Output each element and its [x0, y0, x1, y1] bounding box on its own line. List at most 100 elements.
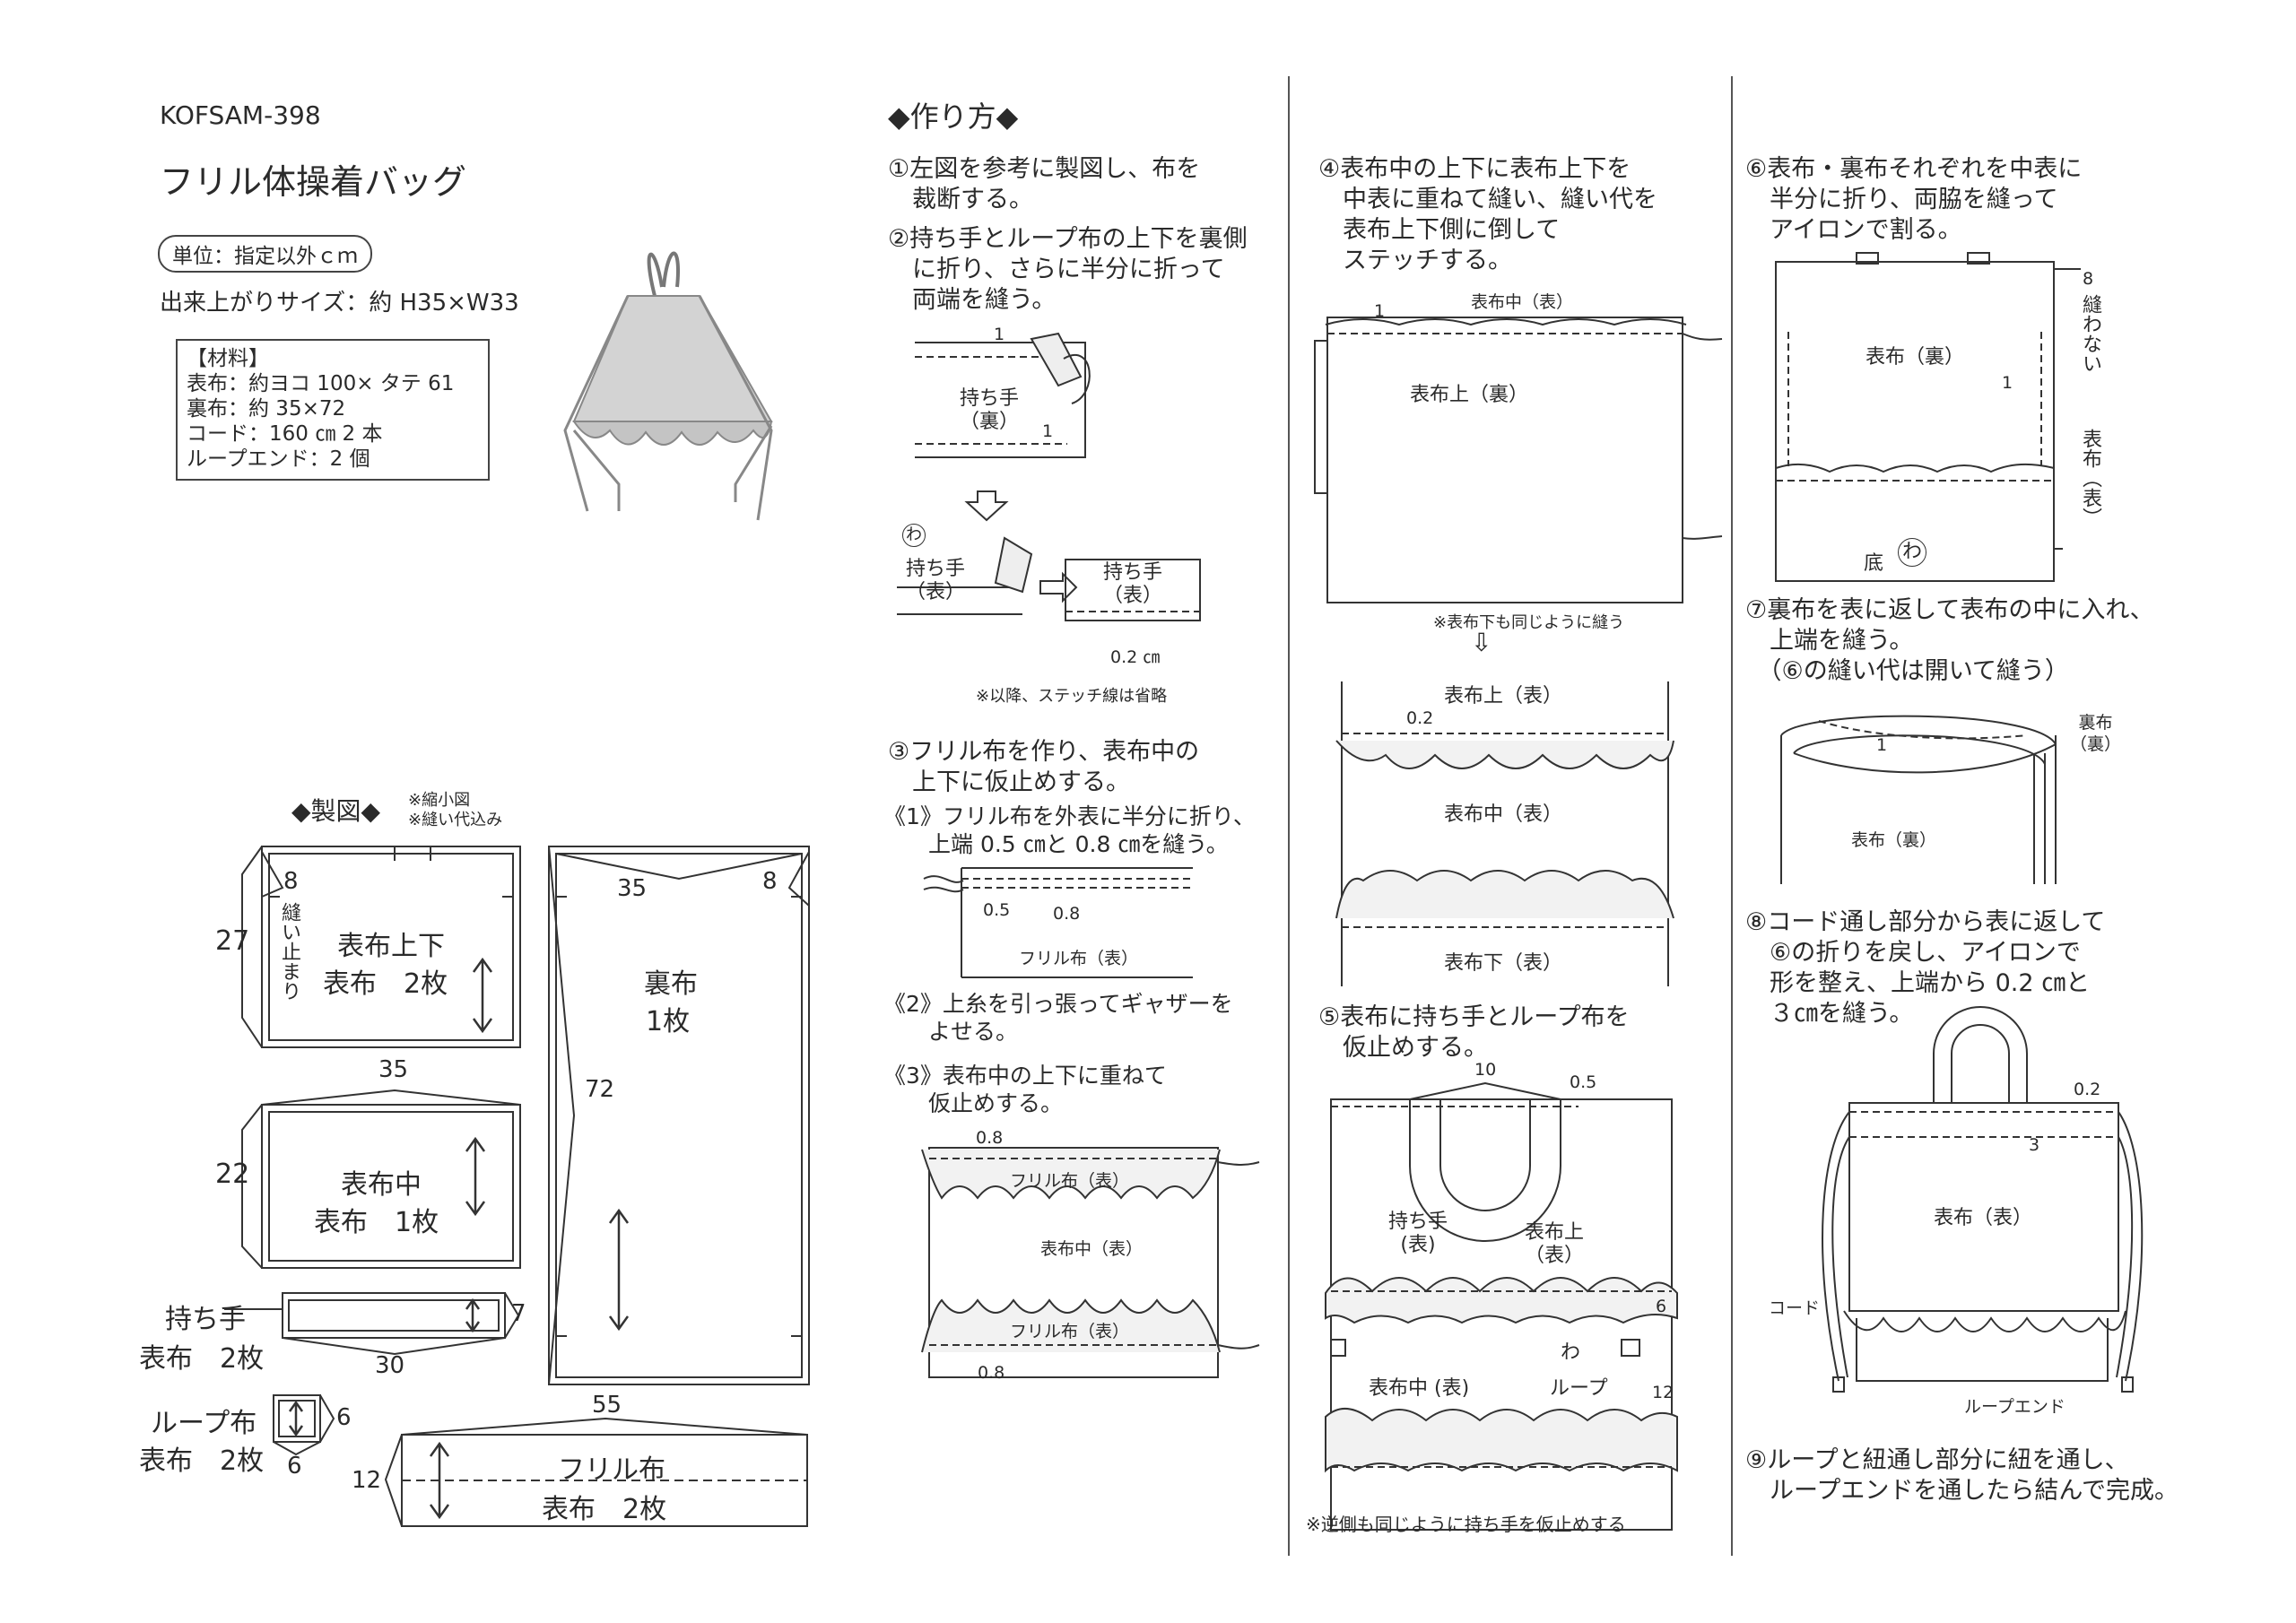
label-omote-front-8: 表布（表）	[1934, 1207, 2033, 1229]
dim-0.8-bottom: 0.8	[978, 1363, 1005, 1383]
dim-handle-w: 30	[375, 1352, 405, 1379]
label-omote-mid-front-4: 表布中（表）	[1444, 803, 1563, 826]
label-omote-mid: 表布中	[341, 1169, 422, 1201]
count-ura: 1枚	[646, 1006, 691, 1037]
pattern-note: ※縮小図	[408, 791, 471, 810]
column-divider	[1731, 76, 1733, 1556]
dim-0.5-5: 0.5	[1570, 1072, 1597, 1092]
step-5: ⑤表布に持ち手とループ布を 仮止めする。	[1318, 1003, 1630, 1062]
label-ura-back-7: 裏布 （裏）	[2070, 713, 2122, 754]
label-loop-end: ループエンド	[1964, 1397, 2066, 1417]
dim-omote-mid-h: 22	[215, 1159, 250, 1190]
dim-0.8: 0.8	[1053, 904, 1081, 924]
step-1: ①左図を参考に製図し、布を 裁断する。	[888, 155, 1201, 213]
dim-omote-top-h: 27	[215, 925, 250, 957]
dim-6-5: 6	[1656, 1297, 1667, 1316]
dim-8-6: 8	[2083, 269, 2094, 289]
dim-ura-h: 72	[585, 1076, 615, 1103]
label-ura: 裏布	[644, 968, 698, 1000]
dim-1: 1	[994, 325, 1005, 344]
unit-badge: 単位：指定以外ｃｍ	[158, 235, 372, 273]
page-title: フリル体操着バッグ	[160, 162, 467, 202]
dim-1-7: 1	[1876, 735, 1888, 755]
label-stitch-02: 0.2 ㎝	[1110, 647, 1161, 667]
label-sew-stop: 縫い止まり	[278, 902, 300, 1001]
count-loop: 表布 2枚	[139, 1445, 265, 1477]
note-same-below: ※表布下も同じように縫う	[1433, 613, 1625, 632]
note-omit: ※以降、ステッチ線は省略	[976, 687, 1168, 706]
column-divider	[1288, 76, 1290, 1556]
dim-0.8-top: 0.8	[976, 1128, 1004, 1148]
label-frill-front: フリル布（表）	[1019, 949, 1139, 968]
dim-frill-h: 12	[352, 1467, 382, 1494]
label-handle-front: 持ち手 （表）	[906, 558, 966, 603]
label-handle-front-5: 持ち手 (表)	[1388, 1211, 1448, 1256]
label-frill-bottom: フリル布（表）	[1010, 1322, 1130, 1341]
label-frill: フリル布	[558, 1454, 665, 1486]
label-omote-top: 表布上下	[337, 931, 445, 962]
finished-size: 出来上がりサイズ：約 H35×W33	[160, 290, 519, 317]
label-loop: ループ布	[151, 1408, 257, 1439]
step-8: ⑧コード通し部分から表に返して ⑥の折りを戻し、アイロンで 形を整え、上端から …	[1745, 908, 2106, 1028]
dim-loop-h: 6	[336, 1404, 352, 1431]
label-wa-6: わ	[1898, 538, 1926, 567]
howto-title: ◆作り方◆	[888, 100, 1019, 134]
label-omote-bottom-front: 表布下（表）	[1444, 952, 1563, 975]
dim-10: 10	[1474, 1060, 1497, 1080]
material-item: コード：160 ㎝ 2 本	[187, 422, 383, 446]
step-3-1: 《1》フリル布を外表に半分に折り、 上端 0.5 ㎝と 0.8 ㎝を縫う。	[883, 803, 1256, 857]
step-9: ⑨ループと紐通し部分に紐を通し、 ループエンドを通したら結んで完成。	[1745, 1446, 2179, 1505]
dim-loop-w: 6	[287, 1453, 302, 1480]
note-reverse: ※逆側も同じように持ち手を仮止めする	[1306, 1514, 1626, 1535]
product-code: KOFSAM-398	[160, 100, 321, 130]
material-item: 表布：約ヨコ 100× タテ 61	[187, 372, 455, 395]
dim-0.2-8: 0.2	[2074, 1080, 2101, 1099]
material-item: 裏布：約 35×72	[187, 397, 346, 421]
dim-12-5: 12	[1652, 1383, 1674, 1402]
label-handle-back: 持ち手 （裏）	[960, 387, 1020, 433]
pattern-title: ◆製図◆	[291, 796, 381, 826]
dim-handle-h: 7	[511, 1300, 526, 1327]
dim-0.2-4: 0.2	[1406, 708, 1434, 728]
step-4: ④表布中の上下に表布上下を 中表に重ねて縫い、縫い代を 表布上下側に倒して ステ…	[1318, 155, 1657, 274]
mark-omote-top: 8	[283, 868, 299, 895]
label-bottom: 底	[1864, 552, 1884, 575]
label-cord: コード	[1769, 1298, 1821, 1318]
mark-ura: 8	[762, 868, 778, 895]
count-omote-top: 表布 2枚	[323, 968, 448, 1000]
label-loop-5: ループ	[1550, 1377, 1608, 1400]
material-item: ループエンド：2 個	[187, 447, 370, 471]
label-handle-front-2: 持ち手 （表）	[1103, 561, 1163, 607]
label-omote-top-front: 表布上（表）	[1444, 685, 1563, 707]
label-frill-top: フリル布（表）	[1010, 1171, 1130, 1191]
label-wa-5: わ	[1561, 1341, 1581, 1364]
step-2: ②持ち手とループ布の上下を裏側 に折り、さらに半分に折って 両端を縫う。	[888, 225, 1248, 314]
count-omote-mid: 表布 1枚	[314, 1207, 439, 1238]
step-3-3: 《3》表布中の上下に重ねて 仮止めする。	[883, 1063, 1167, 1116]
step-7: ⑦裏布を表に返して表布の中に入れ、 上端を縫う。 （⑥の縫い代は開いて縫う）	[1745, 596, 2154, 685]
label-omote-back-7: 表布（裏）	[1851, 830, 1937, 850]
materials-box: 【材料】 表布：約ヨコ 100× タテ 61 裏布：約 35×72 コード：16…	[176, 339, 490, 481]
count-frill: 表布 2枚	[542, 1494, 667, 1525]
label-omote-top-back: 表布上（裏）	[1410, 384, 1529, 406]
dim-omote-top-w: 35	[378, 1056, 409, 1083]
label-omote-mid-front: 表布中（表）	[1040, 1239, 1144, 1259]
label-omote-back-6: 表布（裏）	[1866, 346, 1965, 369]
label-omote-mid-front-5: 表布中 (表)	[1369, 1377, 1470, 1400]
dim-1b: 1	[1042, 421, 1054, 441]
label-omote-top-front-5: 表布上 （表）	[1525, 1221, 1585, 1267]
label-omote-side: 表布（表）	[2079, 429, 2101, 527]
label-sew-not: 縫わない	[2079, 294, 2101, 373]
step-3: ③フリル布を作り、表布中の 上下に仮止めする。	[888, 738, 1200, 796]
pattern-note: ※縫い代込み	[408, 811, 503, 829]
dim-ura-w: 35	[617, 875, 648, 902]
dim-1-4: 1	[1374, 301, 1386, 321]
